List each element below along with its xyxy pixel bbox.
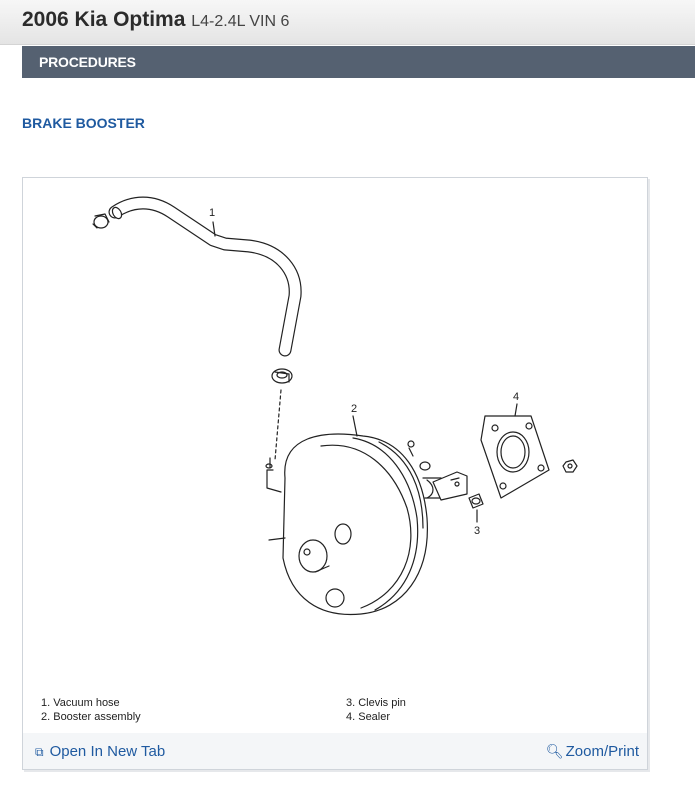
external-open-icon: ⧉ <box>35 745 44 759</box>
nut-drawing <box>562 459 578 473</box>
hose-clamp-upper <box>92 213 110 229</box>
vehicle-name: 2006 Kia Optima <box>22 8 186 31</box>
callout-3: 3 <box>474 525 480 537</box>
legend-item-3: 3. Clevis pin <box>346 697 406 709</box>
callout-2: 2 <box>351 403 357 415</box>
legend-item-2: 2. Booster assembly <box>41 711 141 723</box>
figure-frame: 1 2 3 4 1. Vacuum hose 2. Booster assemb… <box>22 177 648 770</box>
clevis-parts-drawing <box>407 440 484 509</box>
callout-1: 1 <box>209 207 215 219</box>
vacuum-hose-drawing <box>108 196 302 357</box>
legend-item-4: 4. Sealer <box>346 711 391 723</box>
section-bar: PROCEDURES <box>22 46 695 78</box>
vehicle-title: 2006 Kia Optima L4-2.4L VIN 6 <box>22 8 289 32</box>
booster-body-drawing <box>265 433 450 616</box>
engine-spec: L4-2.4L VIN 6 <box>191 13 290 30</box>
open-new-tab-link[interactable]: ⧉ Open In New Tab <box>35 743 165 760</box>
top-header: 2006 Kia Optima L4-2.4L VIN 6 <box>0 0 695 45</box>
open-new-tab-label: Open In New Tab <box>49 743 166 760</box>
callout-4: 4 <box>513 391 519 403</box>
procedure-title[interactable]: BRAKE BOOSTER <box>22 115 145 131</box>
brake-booster-diagram: 1 2 3 4 <box>92 196 578 616</box>
section-label: PROCEDURES <box>39 54 136 70</box>
legend-item-1: 1. Vacuum hose <box>41 697 120 709</box>
zoom-print-label: Zoom/Print <box>565 743 639 760</box>
hose-clamp-lower <box>271 368 293 384</box>
magnifier-icon: 🔍︎ <box>545 743 564 759</box>
figure-footer: ⧉ Open In New Tab 🔍︎Zoom/Print <box>23 733 647 769</box>
zoom-print-link[interactable]: 🔍︎Zoom/Print <box>546 743 639 760</box>
sealer-plate-drawing <box>480 415 550 499</box>
